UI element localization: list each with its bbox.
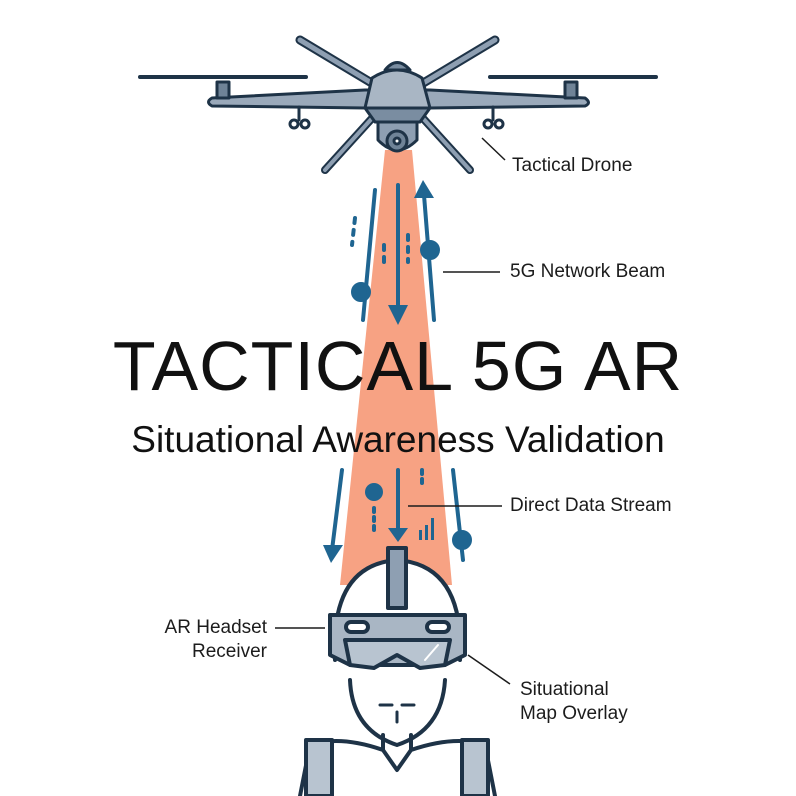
label-overlay-line1: Situational [520, 679, 609, 700]
label-ar-headset-line2: Receiver [192, 641, 267, 662]
page-title: TACTICAL 5G AR [112, 327, 684, 405]
page-subtitle: Situational Awareness Validation [131, 419, 665, 460]
network-beam [340, 150, 452, 585]
label-direct-data-stream: Direct Data Stream [510, 495, 672, 516]
label-tactical-drone: Tactical Drone [512, 155, 633, 176]
label-ar-headset-line1: AR Headset [164, 617, 267, 638]
label-situational-map-overlay: Situational Map Overlay [520, 678, 628, 726]
label-ar-headset: AR Headset Receiver [165, 616, 267, 664]
leader-lines [275, 137, 511, 685]
label-overlay-line2: Map Overlay [520, 703, 628, 724]
data-stream-arrows [323, 180, 472, 563]
drone-illustration [138, 35, 658, 174]
headset-person-illustration [298, 546, 497, 796]
label-5g-network-beam: 5G Network Beam [510, 261, 666, 282]
